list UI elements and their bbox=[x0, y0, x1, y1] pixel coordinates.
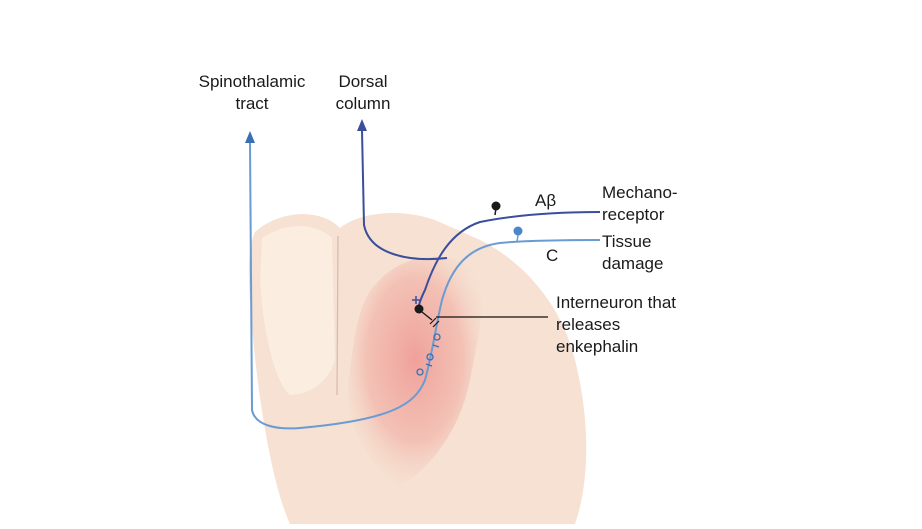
white-matter-left bbox=[260, 226, 335, 395]
abeta-label: Aβ bbox=[535, 191, 557, 210]
dorsal-column-fiber bbox=[361, 129, 448, 261]
interneuron-label: Interneuron that releases enkephalin bbox=[556, 293, 677, 356]
spinothalamic-label: Spinothalamic tract bbox=[198, 72, 306, 113]
c-fiber-label: C bbox=[546, 246, 559, 265]
spinothalamic-arrow bbox=[245, 131, 255, 143]
dorsal-column-arrow bbox=[357, 119, 367, 131]
c-terminal-ticks bbox=[425, 344, 440, 367]
median-fissure bbox=[336, 235, 339, 396]
c-stalk bbox=[516, 234, 519, 243]
abeta-synapse bbox=[412, 296, 420, 304]
dorsal-column-label: Dorsal column bbox=[335, 72, 391, 113]
interneuron-terminal bbox=[429, 317, 440, 328]
c-fiber bbox=[249, 141, 601, 430]
tissue-damage-label: Tissue damage bbox=[602, 232, 664, 273]
mechanoreceptor-label: Mechano- receptor bbox=[602, 183, 678, 224]
c-terminal-3 bbox=[416, 368, 424, 376]
c-cell-body bbox=[513, 226, 523, 236]
dorsal-horn bbox=[348, 256, 482, 485]
abeta-fiber bbox=[417, 211, 601, 313]
interneuron-axon bbox=[421, 311, 433, 321]
interneuron-cell-body bbox=[414, 304, 424, 314]
abeta-cell-body bbox=[491, 201, 501, 211]
c-terminal-1 bbox=[433, 333, 441, 341]
c-terminal-2 bbox=[426, 353, 434, 361]
